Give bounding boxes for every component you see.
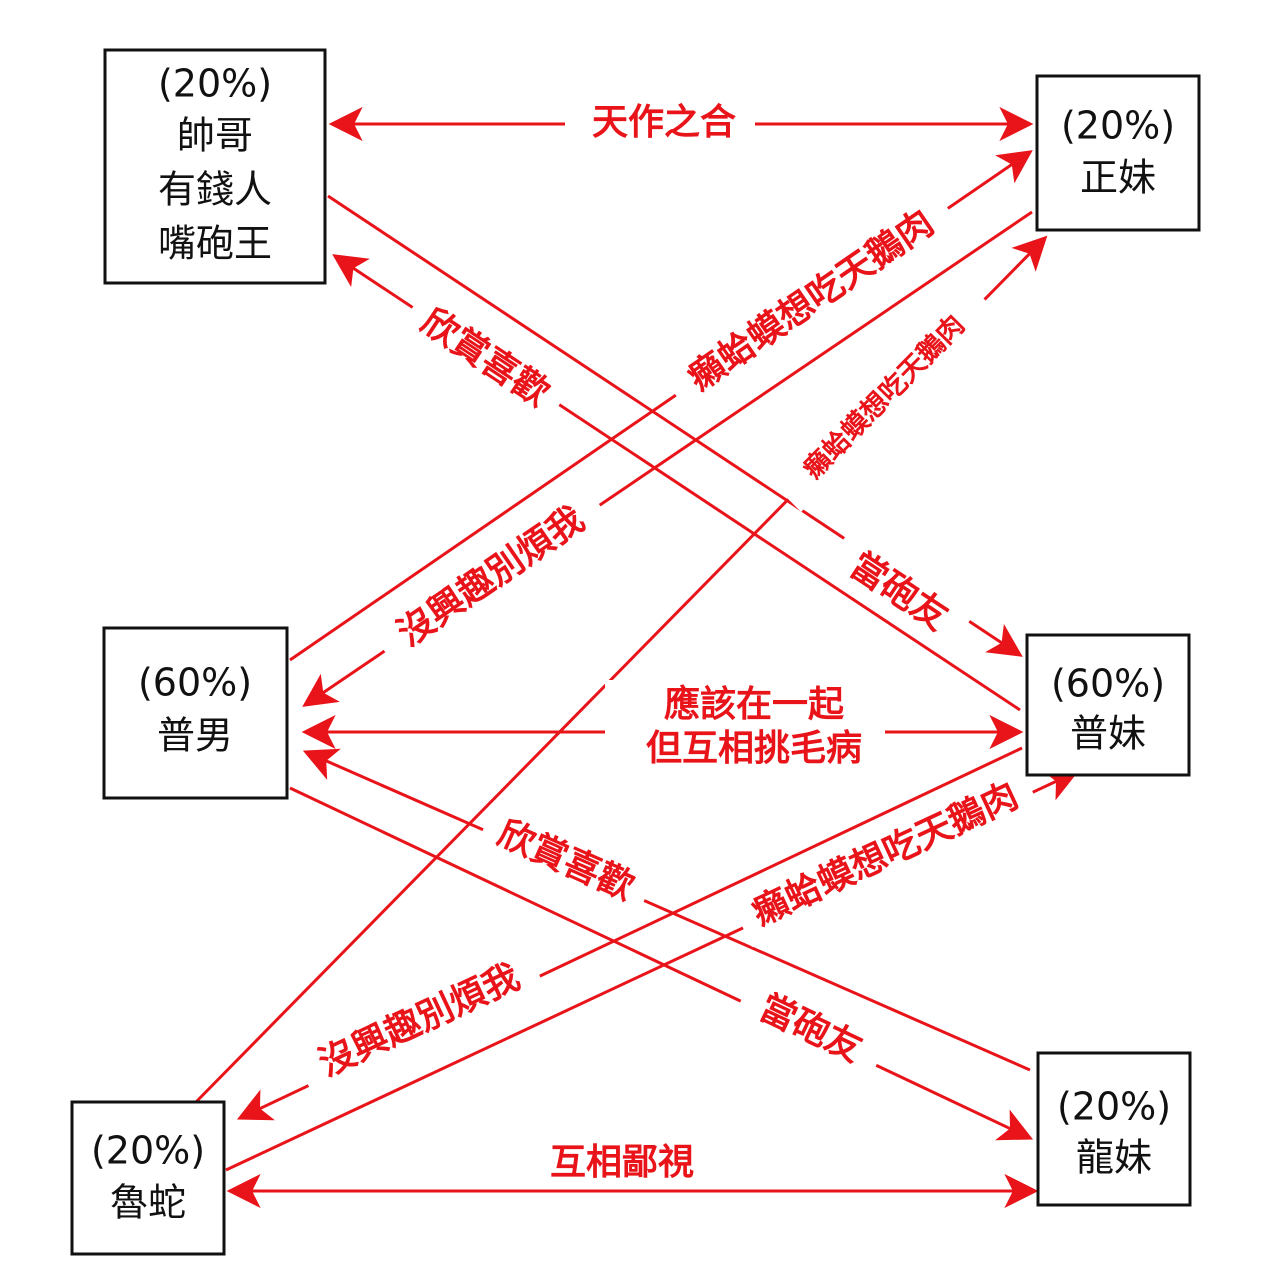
node-pretty: (20%) 正妹 — [1035, 74, 1201, 232]
node-handsome: (20%) 帥哥 有錢人 嘴砲王 — [103, 48, 327, 285]
node-avg-female: (60%) 普妹 — [1025, 633, 1191, 777]
edge-label-toad-loser-pretty: 癩蛤蟆想吃天鵝肉 — [798, 309, 972, 485]
node-handsome-line-3: 有錢人 — [158, 168, 272, 212]
edge-label-admire-handsome: 欣賞喜歡 — [413, 301, 556, 415]
node-avg-male-line-1: (60%) — [138, 661, 252, 705]
edge-friends-handsome-to-avg-female: 當砲友 — [327, 194, 1023, 657]
edge-mutual-contempt: 互相鄙視 — [226, 1142, 1039, 1208]
edge-label-should-be-together-1: 應該在一起 — [664, 683, 845, 725]
node-handsome-line-1: (20%) — [158, 62, 272, 106]
node-ugly: (20%) 龍妹 — [1036, 1051, 1192, 1207]
edge-label-perfect-match: 天作之合 — [592, 102, 736, 143]
node-loser-line-1: (20%) — [91, 1129, 205, 1173]
edge-label-mutual-contempt: 互相鄙視 — [550, 1142, 694, 1183]
node-ugly-line-1: (20%) — [1057, 1085, 1171, 1129]
node-avg-male: (60%) 普男 — [102, 626, 289, 800]
edge-perfect-match: 天作之合 — [328, 98, 1034, 150]
edge-label-should-be-together-2: 但互相挑毛病 — [646, 728, 862, 769]
node-pretty-line-2: 正妹 — [1080, 156, 1156, 200]
node-ugly-line-2: 龍妹 — [1076, 1136, 1152, 1180]
edges-layer: 天作之合 癩蛤蟆想吃天鵝肉 沒興趣別煩我 欣賞喜歡 — [194, 98, 1080, 1208]
edge-toad-loser-to-pretty: 癩蛤蟆想吃天鵝肉 — [194, 235, 1048, 1104]
edge-not-interested-to-loser: 沒興趣別煩我 — [236, 746, 1023, 1121]
nodes-layer: (20%) 帥哥 有錢人 嘴砲王 (20%) 正妹 (60%) 普男 (60%)… — [70, 48, 1201, 1256]
node-avg-male-line-2: 普男 — [157, 714, 233, 758]
node-handsome-line-2: 帥哥 — [177, 114, 253, 158]
edge-label-not-interested-loser: 沒興趣別煩我 — [313, 956, 526, 1084]
node-avg-female-line-1: (60%) — [1051, 662, 1165, 706]
node-loser: (20%) 魯蛇 — [70, 1100, 226, 1256]
node-handsome-line-4: 嘴砲王 — [158, 222, 272, 266]
node-avg-female-line-2: 普妹 — [1070, 712, 1146, 756]
edge-toad-loser-to-avg-female: 癩蛤蟆想吃天鵝肉 — [225, 764, 1080, 1172]
node-loser-line-2: 魯蛇 — [110, 1181, 186, 1225]
edge-label-toad-loser-avg-female: 癩蛤蟆想吃天鵝肉 — [746, 775, 1024, 934]
edge-should-be-together: 應該在一起 但互相挑毛病 — [301, 680, 1024, 776]
node-pretty-line-1: (20%) — [1061, 104, 1175, 148]
